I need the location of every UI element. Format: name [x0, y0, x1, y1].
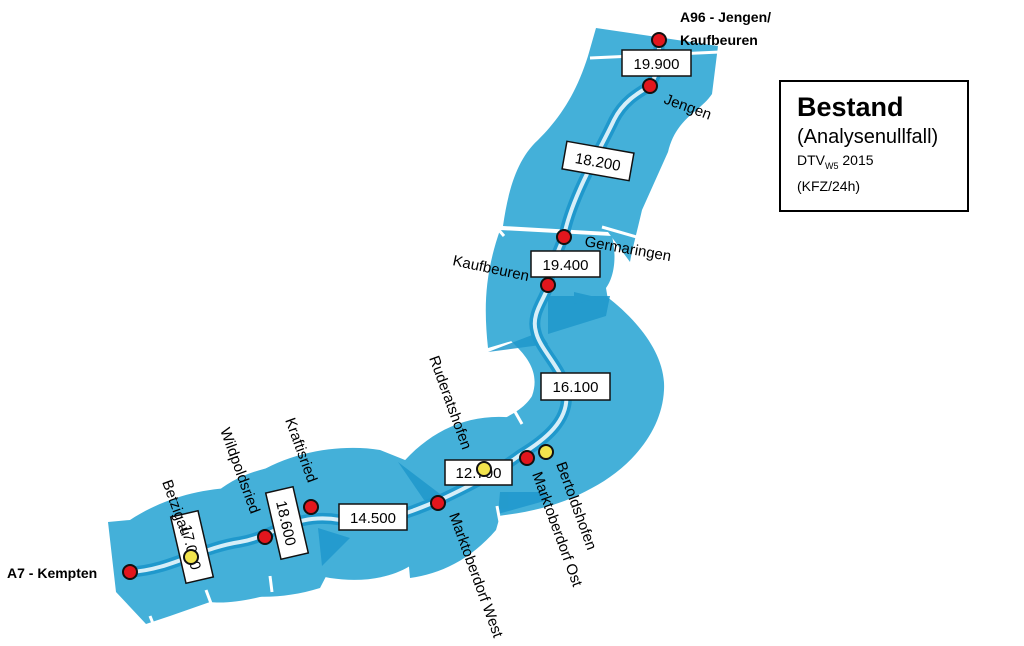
legend-unit: (KFZ/24h)	[797, 177, 861, 194]
legend-subtitle: (Analysenullfall)	[797, 126, 939, 148]
volume-label-19900: 19.900	[621, 49, 692, 77]
volume-19900-text: 19.900	[634, 56, 680, 73]
junction-wildpoldsried[interactable]	[257, 529, 273, 545]
endpoint-label-a7: A7 - Kempten	[7, 565, 97, 581]
traffic-volume-band	[108, 28, 718, 624]
volume-label-19400: 19.400	[530, 250, 601, 278]
volume-14500-text: 14.500	[350, 510, 396, 527]
junction-a96[interactable]	[651, 32, 667, 48]
endpoint-label-a96-line1: A96 - Jengen/	[680, 9, 771, 25]
endpoint-label-a96-line2: Kaufbeuren	[680, 32, 758, 48]
junction-kaufbeuren[interactable]	[540, 277, 556, 293]
junction-kraftisried[interactable]	[303, 499, 319, 515]
volume-16100-text: 16.100	[553, 379, 599, 396]
junction-betzigau[interactable]	[183, 549, 199, 565]
volume-label-16100: 16.100	[540, 372, 611, 401]
legend-dtv-line: DTVW5 2015	[797, 150, 967, 176]
band-segment-north	[503, 28, 718, 262]
volume-label-14500: 14.500	[338, 503, 408, 531]
junction-marktoberdorf-ost[interactable]	[519, 450, 535, 466]
volume-label-18600: 18.600	[264, 485, 310, 561]
legend-dtv-prefix: DTV	[797, 152, 825, 168]
legend-dtv-year: 2015	[842, 152, 874, 168]
junction-a7[interactable]	[122, 564, 138, 580]
junction-bertoldshofen[interactable]	[538, 444, 554, 460]
legend-dtv-sub: W5	[825, 160, 839, 171]
junction-germaringen[interactable]	[556, 229, 572, 245]
volume-19400-text: 19.400	[543, 257, 589, 274]
legend-title: Bestand	[797, 92, 904, 122]
volume-label-18200: 18.200	[561, 140, 635, 182]
junctions	[122, 32, 667, 580]
junction-jengen[interactable]	[642, 78, 658, 94]
junction-ruderatshofen[interactable]	[476, 461, 492, 477]
junction-marktoberdorf-west[interactable]	[430, 495, 446, 511]
legend-box: Bestand (Analysenullfall) DTVW5 2015 (KF…	[779, 80, 969, 212]
